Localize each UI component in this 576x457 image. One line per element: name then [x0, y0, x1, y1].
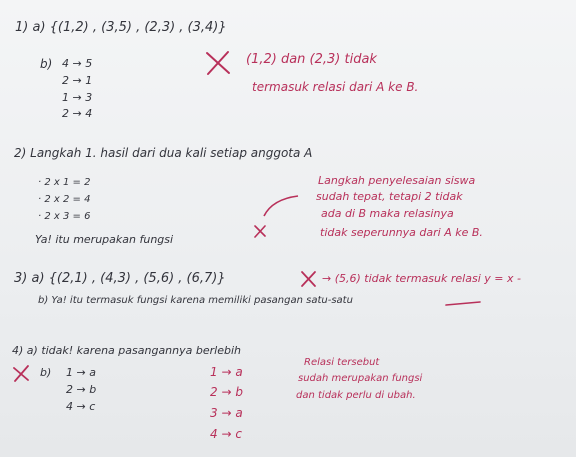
- q2-answer: Ya! itu merupakan fungsi: [35, 233, 174, 246]
- q4-correction-line-2: sudah merupakan fungsi: [298, 373, 423, 384]
- q3-part-b: b) Ya! itu termasuk fungsi karena memili…: [38, 295, 353, 306]
- red-arrow-and-cross-q2: [254, 195, 299, 238]
- q2-step-1: · 2 x 1 = 2: [38, 177, 91, 188]
- q4-mapping-2: 2 → b: [66, 383, 97, 396]
- q1-part-a: 1) a) {(1,2) , (3,5) , (2,3) , (3,4)}: [15, 20, 227, 35]
- q1-mapping-1: 4 → 5: [62, 57, 93, 70]
- red-cross-mark-q3: [301, 271, 316, 287]
- q1-mapping-3: 1 → 3: [62, 91, 93, 104]
- q4-correction-line-1: Relasi tersebut: [304, 357, 380, 368]
- red-cross-mark-q1: [206, 51, 230, 75]
- red-cross-mark-q4: [13, 365, 29, 382]
- red-check-tick-q3: [445, 301, 481, 306]
- q1-part-b-label: b): [40, 57, 53, 71]
- q2-correction-line-2: sudah tepat, tetapi 2 tidak: [316, 190, 463, 203]
- q2-intro: 2) Langkah 1. hasil dari dua kali setiap…: [14, 146, 313, 160]
- q3-correction: → (5,6) tidak termasuk relasi y = x -: [322, 272, 521, 285]
- q1-mapping-2: 2 → 1: [62, 74, 93, 87]
- q2-step-2: · 2 x 2 = 4: [38, 194, 91, 205]
- q4-mapping-1: 1 → a: [66, 366, 96, 379]
- q2-correction-line-3: ada di B maka relasinya: [321, 207, 454, 220]
- q4-part-b-label: b): [40, 366, 52, 379]
- q1-correction-line-2: termasuk relasi dari A ke B.: [252, 80, 419, 94]
- q4-red-mapping-3: 3 → a: [210, 406, 243, 420]
- q2-correction-line-1: Langkah penyelesaian siswa: [318, 174, 476, 187]
- q1-correction-line-1: (1,2) dan (2,3) tidak: [246, 52, 377, 67]
- q4-correction-line-3: dan tidak perlu di ubah.: [296, 390, 416, 401]
- q4-mapping-3: 4 → c: [66, 400, 96, 413]
- q4-part-a: 4) a) tidak! karena pasangannya berlebih: [12, 344, 241, 357]
- q1-mapping-4: 2 → 4: [62, 107, 93, 120]
- q4-red-mapping-4: 4 → c: [210, 427, 242, 441]
- q4-red-mapping-2: 2 → b: [210, 385, 243, 399]
- q3-part-a: 3) a) {(2,1) , (4,3) , (5,6) , (6,7)}: [14, 271, 226, 286]
- q2-correction-line-4: tidak seperunnya dari A ke B.: [320, 226, 483, 239]
- q4-red-mapping-1: 1 → a: [210, 365, 243, 379]
- q2-step-3: · 2 x 3 = 6: [38, 211, 91, 222]
